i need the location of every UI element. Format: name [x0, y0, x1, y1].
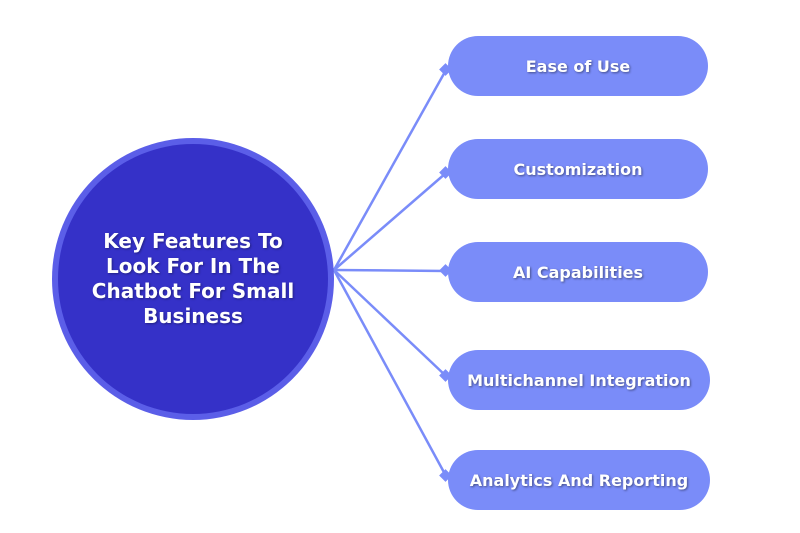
feature-label-ai-capabilities: AI Capabilities — [512, 262, 644, 282]
feature-pill-ai-capabilities: AI Capabilities — [448, 242, 708, 302]
connector-multichannel-integration — [333, 269, 447, 377]
connector-customization — [333, 172, 447, 271]
feature-label-ease-of-use: Ease of Use — [525, 56, 631, 76]
feature-label-customization: Customization — [513, 159, 643, 179]
feature-pill-customization: Customization — [448, 139, 708, 199]
connector-ai-capabilities — [333, 268, 447, 273]
central-topic-circle: Key Features To Look For In The Chatbot … — [52, 138, 334, 420]
feature-pill-multichannel-integration: Multichannel Integration — [448, 350, 710, 410]
connector-analytics-reporting — [332, 269, 448, 477]
central-topic-title: Key Features To Look For In The Chatbot … — [91, 229, 295, 328]
feature-label-multichannel-integration: Multichannel Integration — [467, 370, 691, 390]
feature-pill-ease-of-use: Ease of Use — [448, 36, 708, 96]
feature-pill-analytics-reporting: Analytics And Reporting — [448, 450, 710, 510]
feature-label-analytics-reporting: Analytics And Reporting — [469, 470, 689, 490]
central-topic-inner: Key Features To Look For In The Chatbot … — [58, 144, 328, 414]
connector-ease-of-use — [332, 69, 448, 271]
